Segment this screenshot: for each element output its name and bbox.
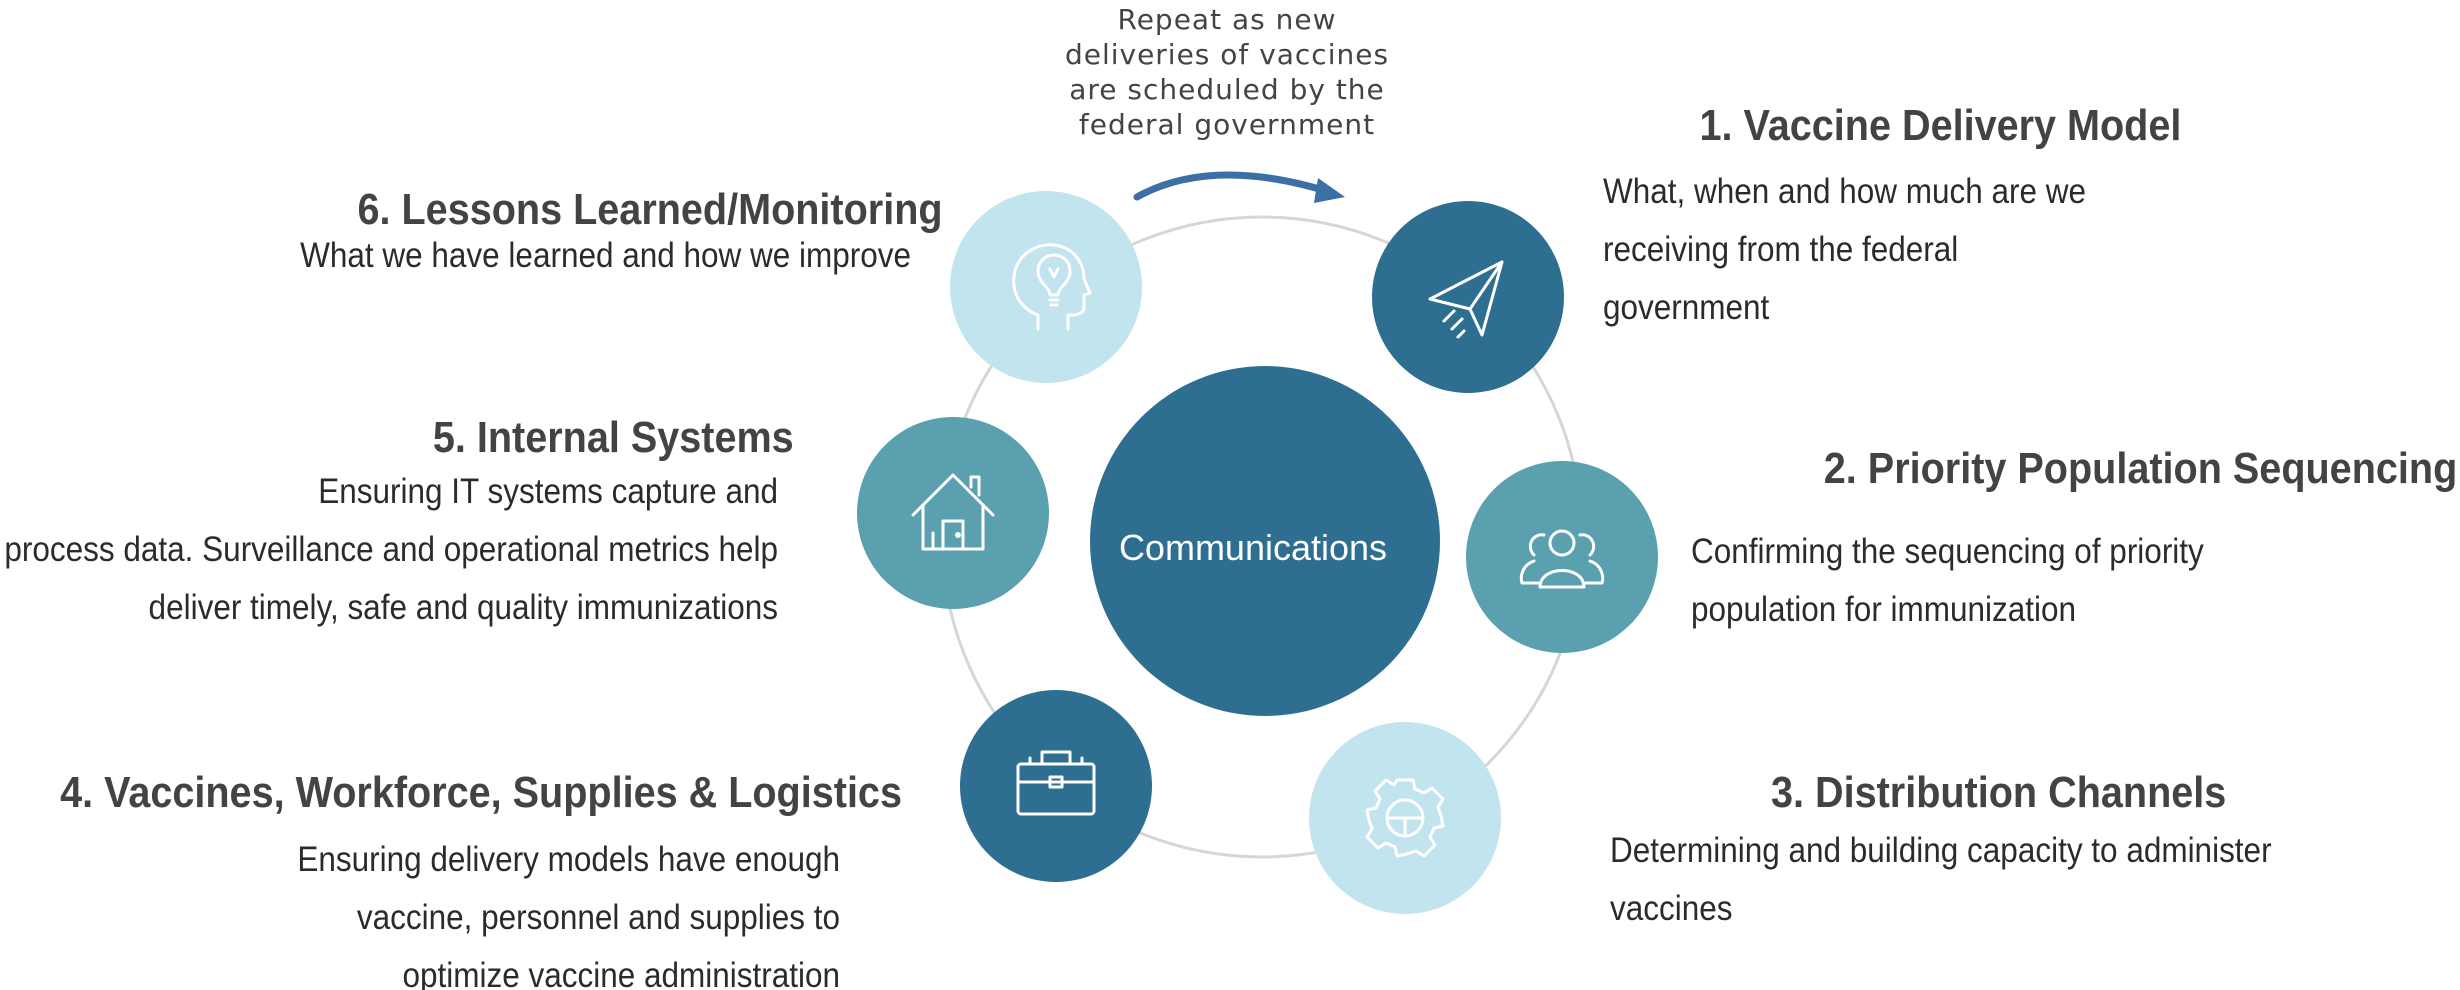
- step-5-circle: [857, 417, 1049, 609]
- step-desc-line: Confirming the sequencing of priority: [1691, 533, 2204, 572]
- repeat-note-line: deliveries of vaccines: [1065, 38, 1389, 71]
- repeat-arrow: [1133, 171, 1337, 201]
- step-desc-line: Ensuring IT systems capture and: [318, 473, 778, 512]
- repeat-note-line: are scheduled by the: [1069, 73, 1385, 106]
- toolbox-icon: [1016, 750, 1096, 816]
- step-title: 1. Vaccine Delivery Model: [1700, 100, 2182, 149]
- step-3-node: [1309, 722, 1501, 914]
- step-title: 3. Distribution Channels: [1771, 767, 2226, 816]
- step-1-node: [1372, 201, 1564, 393]
- step-desc-line: vaccines: [1610, 890, 1733, 929]
- step-2-circle: [1466, 461, 1658, 653]
- repeat-note-line: federal government: [1079, 108, 1375, 141]
- step-5-node: [857, 417, 1049, 609]
- center-circle: [1090, 366, 1440, 716]
- step-desc-line: Ensuring delivery models have enough: [297, 841, 840, 880]
- step-desc-line: receiving from the federal: [1603, 231, 1958, 270]
- step-title: 5. Internal Systems: [433, 412, 794, 461]
- repeat-arrowhead: [1314, 178, 1345, 203]
- step-desc-line: What we have learned and how we improve: [300, 237, 911, 276]
- repeat-note: Repeat as new deliveries of vaccines are…: [1065, 3, 1389, 141]
- step-desc-line: population for immunization: [1691, 591, 2076, 630]
- repeat-note-line: Repeat as new: [1118, 3, 1337, 36]
- step-6-text: 6. Lessons Learned/Monitoring What we ha…: [300, 184, 942, 275]
- people-group-icon: [1519, 529, 1605, 589]
- step-4-text: 4. Vaccines, Workforce, Supplies & Logis…: [60, 767, 902, 990]
- step-desc-line: government: [1603, 289, 1769, 328]
- step-2-text: 2. Priority Population Sequencing Model …: [1691, 443, 2460, 629]
- step-title: 2. Priority Population Sequencing Model: [1824, 443, 2460, 492]
- step-desc-line: deliver timely, safe and quality immuniz…: [149, 589, 778, 628]
- step-desc-line: What, when and how much are we: [1603, 173, 2086, 212]
- paper-plane-icon: [1428, 260, 1504, 339]
- step-desc-line: Determining and building capacity to adm…: [1610, 832, 2272, 871]
- head-lightbulb-icon: [1012, 243, 1092, 331]
- step-1-circle: [1372, 201, 1564, 393]
- step-title: 4. Vaccines, Workforce, Supplies & Logis…: [60, 767, 902, 816]
- step-2-node: [1466, 461, 1658, 653]
- house-icon: [911, 473, 995, 551]
- center-hub: Communications: [1090, 366, 1440, 716]
- step-desc-line: optimize vaccine administration: [402, 957, 840, 990]
- step-3-text: 3. Distribution Channels Determining and…: [1610, 767, 2272, 928]
- step-4-node: [960, 690, 1152, 882]
- step-desc-line: vaccine, personnel and supplies to: [357, 899, 840, 938]
- center-label: Communications: [1119, 527, 1387, 568]
- step-desc-line: process data. Surveillance and operation…: [4, 531, 778, 570]
- step-1-text: 1. Vaccine Delivery Model What, when and…: [1603, 100, 2181, 327]
- step-5-text: 5. Internal Systems Ensuring IT systems …: [4, 412, 793, 627]
- gear-icon: [1365, 778, 1445, 858]
- step-title: 6. Lessons Learned/Monitoring: [357, 184, 942, 233]
- step-6-node: [950, 191, 1142, 383]
